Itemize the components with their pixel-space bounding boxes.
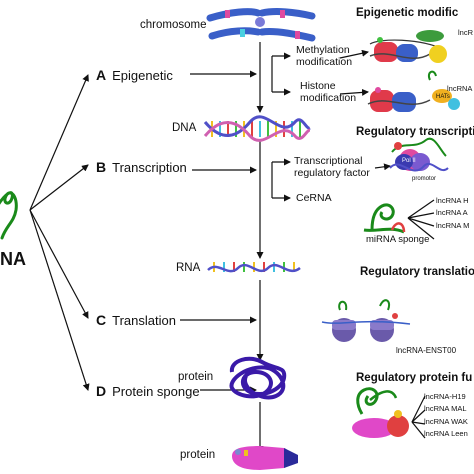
step-a-letter: A — [96, 67, 107, 83]
lncrna-center-label: NA — [0, 249, 26, 269]
step-c-label: Translation — [112, 313, 176, 328]
cerna-list-item: lncRNA A — [436, 208, 468, 218]
ribosome-icon — [321, 299, 411, 342]
tf-line1: Transcriptional — [294, 155, 363, 167]
protein-list-item: lncRNA Leen — [424, 429, 468, 439]
methylation-label: Methylation modification — [296, 44, 353, 68]
folded-protein-icon — [229, 356, 287, 400]
histone-line2: modification — [300, 91, 357, 104]
dna-helix-icon — [203, 115, 311, 142]
protein-list: lncRNA-H19 lncRNA MAL lncRNA WAK lncRNA … — [424, 392, 468, 439]
header-protein: Regulatory protein fu — [356, 372, 473, 384]
step-b: B Transcription — [96, 160, 187, 174]
histone-line1: Histone — [300, 80, 336, 92]
protein-sponge-icon — [352, 387, 409, 438]
lncrna-icon — [0, 191, 18, 240]
mirna-sponge-icon — [363, 203, 406, 234]
header-translation: Regulatory translatio — [360, 266, 474, 278]
step-c: C Translation — [96, 313, 176, 327]
protein-list-item: lncRNA WAK — [424, 416, 468, 426]
protein-list-item: lncRNA-H19 — [424, 392, 466, 401]
dna-label: DNA — [172, 122, 197, 134]
branch-arrow-d — [29, 209, 90, 391]
cerna-list: lncRNA H lncRNA A lncRNA M — [436, 196, 469, 230]
rna-strand-icon — [207, 262, 301, 273]
pol2-label: Pol II — [402, 158, 416, 164]
lncrna-enst-label: lncRNA-ENST00 — [396, 346, 457, 355]
pol2-complex-icon — [389, 137, 449, 172]
hats-label: HATs — [436, 94, 450, 100]
step-d: D Protein sponge — [96, 384, 200, 398]
cerna-list-item: lncRNA M — [436, 220, 470, 230]
tf-label: Transcriptional regulatory factor — [294, 155, 370, 179]
step-b-label: Transcription — [112, 160, 187, 175]
step-c-letter: C — [96, 312, 107, 328]
branch-arrow-a — [29, 74, 89, 211]
methylation-nucleosome-icon — [369, 30, 447, 63]
cerna-label: CeRNA — [296, 192, 332, 204]
branch-arrow-b — [29, 164, 89, 211]
step-d-label: Protein sponge — [112, 384, 200, 399]
mirna-sponge-label: miRNA sponge — [366, 234, 430, 245]
step-a-label: Epigenetic — [112, 68, 173, 83]
final-protein-icon — [232, 446, 298, 470]
lncr-top-label: lncR — [458, 28, 474, 37]
chromosome-icon — [206, 8, 316, 42]
step-b-letter: B — [96, 159, 107, 175]
step-a: A Epigenetic — [96, 68, 173, 82]
rna-label: RNA — [176, 262, 201, 274]
histone-label: Histone modification — [300, 80, 357, 104]
chromosome-label: chromosome — [140, 19, 207, 31]
promotor-label: promotor — [412, 176, 437, 182]
protein-final-label: protein — [180, 449, 216, 461]
histone-nucleosome-icon — [367, 70, 460, 112]
tf-line2: regulatory factor — [294, 166, 370, 179]
step-d-letter: D — [96, 383, 107, 399]
lncrna-hats-label: lncRNA — [447, 84, 473, 93]
protein-label: protein — [178, 371, 214, 383]
branch-arrow-c — [29, 209, 89, 319]
cerna-list-item: lncRNA H — [436, 196, 469, 205]
methylation-line2: modification — [296, 55, 353, 68]
protein-list-item: lncRNA MAL — [424, 404, 467, 414]
methylation-line1: Methylation — [296, 44, 350, 56]
header-transcription: Regulatory transcripti — [356, 126, 474, 138]
header-epigenetic: Epigenetic modific — [356, 7, 459, 19]
